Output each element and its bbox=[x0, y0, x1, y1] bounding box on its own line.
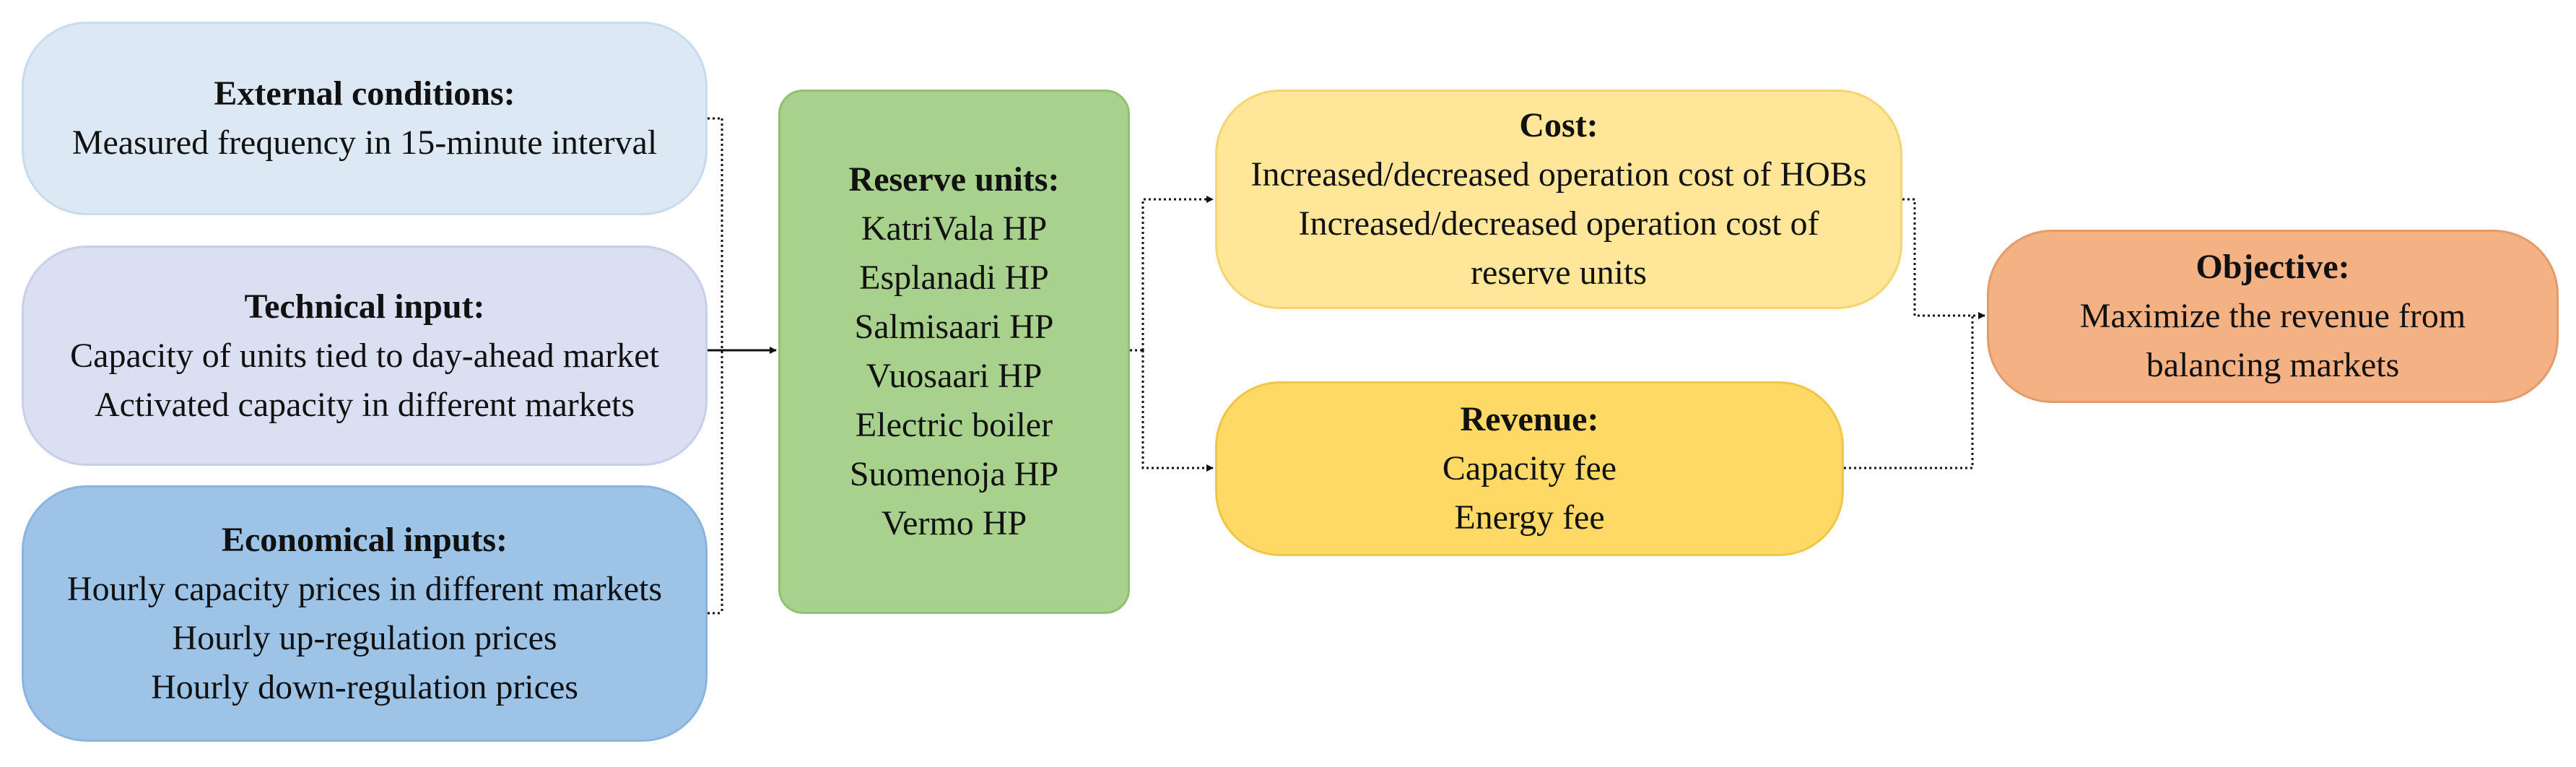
reserve-units-title: Reserve units: bbox=[848, 160, 1060, 199]
revenue-line: Capacity fee bbox=[1442, 449, 1617, 488]
revenue-title: Revenue: bbox=[1460, 400, 1599, 438]
economical-inputs-line: Hourly capacity prices in different mark… bbox=[66, 569, 663, 608]
external-conditions-box: External conditions: Measured frequency … bbox=[22, 22, 708, 215]
cost-to-objective-arrow bbox=[1902, 198, 1985, 319]
revenue-to-objective-connector bbox=[1844, 316, 1974, 469]
economical-inputs-line: Hourly up-regulation prices bbox=[172, 618, 557, 657]
economical-inputs-line: Hourly down-regulation prices bbox=[151, 667, 578, 706]
revenue-line: Energy fee bbox=[1454, 498, 1605, 537]
objective-line: balancing markets bbox=[2146, 346, 2400, 384]
objective-line: Maximize the revenue from bbox=[2079, 297, 2466, 335]
external-conditions-title: External conditions: bbox=[214, 74, 515, 113]
reserve-units-box: Reserve units: KatriVala HP Esplanadi HP… bbox=[778, 90, 1130, 614]
technical-input-box: Technical input: Capacity of units tied … bbox=[22, 246, 708, 466]
reserve-unit-item: KatriVala HP bbox=[861, 209, 1048, 248]
revenue-box: Revenue: Capacity fee Energy fee bbox=[1215, 381, 1844, 556]
reserve-to-cost-arrow bbox=[1141, 196, 1214, 350]
technical-input-line: Activated capacity in different markets bbox=[94, 385, 635, 424]
technical-input-title: Technical input: bbox=[244, 287, 485, 326]
technical-input-line: Capacity of units tied to day-ahead mark… bbox=[70, 336, 659, 375]
cost-line: Increased/decreased operation cost of bbox=[1298, 204, 1819, 243]
economical-inputs-title: Economical inputs: bbox=[221, 520, 508, 559]
reserve-to-revenue-arrow bbox=[1141, 350, 1214, 472]
reserve-unit-item: Vuosaari HP bbox=[866, 357, 1043, 395]
reserve-unit-item: Vermo HP bbox=[881, 504, 1027, 542]
cost-line: reserve units bbox=[1471, 254, 1647, 292]
external-conditions-line: Measured frequency in 15-minute interval bbox=[71, 124, 658, 162]
reserve-unit-item: Salmisaari HP bbox=[854, 308, 1054, 346]
objective-box: Objective: Maximize the revenue from bal… bbox=[1987, 230, 2559, 403]
reserve-unit-item: Electric boiler bbox=[855, 406, 1053, 444]
cost-line: Increased/decreased operation cost of HO… bbox=[1250, 155, 1867, 194]
cost-title: Cost: bbox=[1519, 106, 1598, 144]
objective-title: Objective: bbox=[2196, 248, 2350, 286]
reserve-unit-item: Suomenoja HP bbox=[849, 455, 1059, 493]
reserve-unit-item: Esplanadi HP bbox=[859, 259, 1049, 297]
cost-box: Cost: Increased/decreased operation cost… bbox=[1215, 90, 1902, 309]
economical-inputs-box: Economical inputs: Hourly capacity price… bbox=[22, 485, 708, 742]
